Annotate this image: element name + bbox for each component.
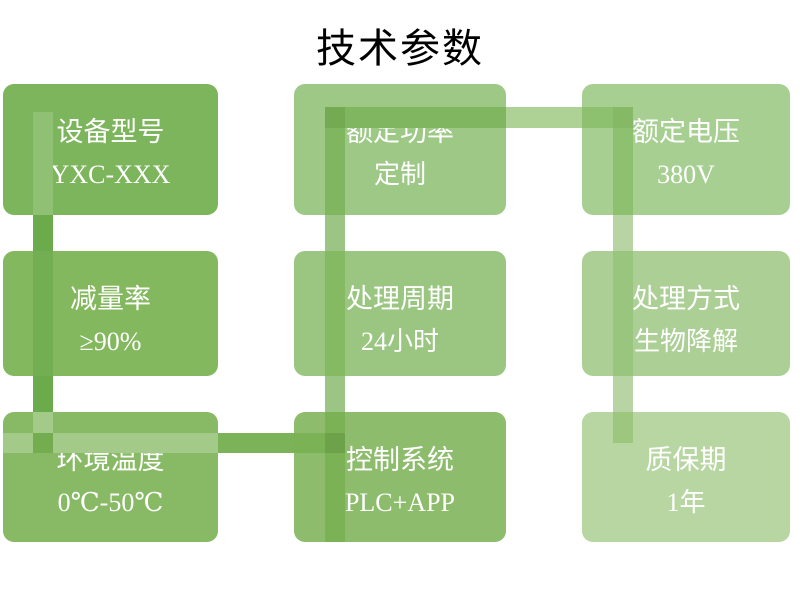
card-processing-method: 处理方式 生物降解 (582, 251, 790, 376)
card-value: 1年 (666, 488, 706, 517)
page-title: 技术参数 (316, 26, 484, 71)
card-device-model: 设备型号 YXC-XXX (3, 84, 218, 215)
card-rated-voltage: 额定电压 380V (582, 84, 790, 215)
card-label: 减量率 (70, 284, 151, 314)
card-label: 质保期 (645, 445, 727, 475)
card-value: 380V (657, 160, 715, 189)
connector-segment (325, 215, 345, 251)
card-value: 生物降解 (633, 327, 738, 356)
connector-segment (613, 376, 633, 412)
card-value: 0℃-50℃ (57, 488, 164, 517)
card-value: YXC-XXX (50, 160, 171, 189)
card-value: 定制 (373, 160, 426, 189)
connector-segment (506, 107, 582, 128)
card-control-system: 控制系统 PLC+APP (294, 412, 506, 542)
card-label: 处理周期 (346, 284, 454, 314)
card-value: ≥90% (79, 327, 142, 356)
card-label: 控制系统 (346, 445, 454, 475)
card-value: 24小时 (360, 327, 439, 356)
card-value: PLC+APP (344, 488, 456, 517)
connector-segment (613, 215, 633, 251)
card-label: 处理方式 (632, 284, 740, 314)
card-label: 额定电压 (632, 117, 740, 147)
card-label: 环境温度 (56, 445, 165, 475)
card-warranty-period: 质保期 1年 (582, 412, 790, 542)
card-processing-cycle: 处理周期 24小时 (294, 251, 506, 376)
connector-segment (325, 376, 345, 412)
card-ambient-temperature: 环境温度 0℃-50℃ (3, 412, 218, 542)
connector-segment (33, 215, 53, 251)
card-label: 额定功率 (346, 117, 454, 147)
connector-segment (33, 376, 53, 412)
card-reduction-rate: 减量率 ≥90% (3, 251, 218, 376)
card-label: 设备型号 (56, 117, 165, 147)
connector-segment (218, 433, 294, 453)
card-rated-power: 额定功率 定制 (294, 84, 506, 215)
